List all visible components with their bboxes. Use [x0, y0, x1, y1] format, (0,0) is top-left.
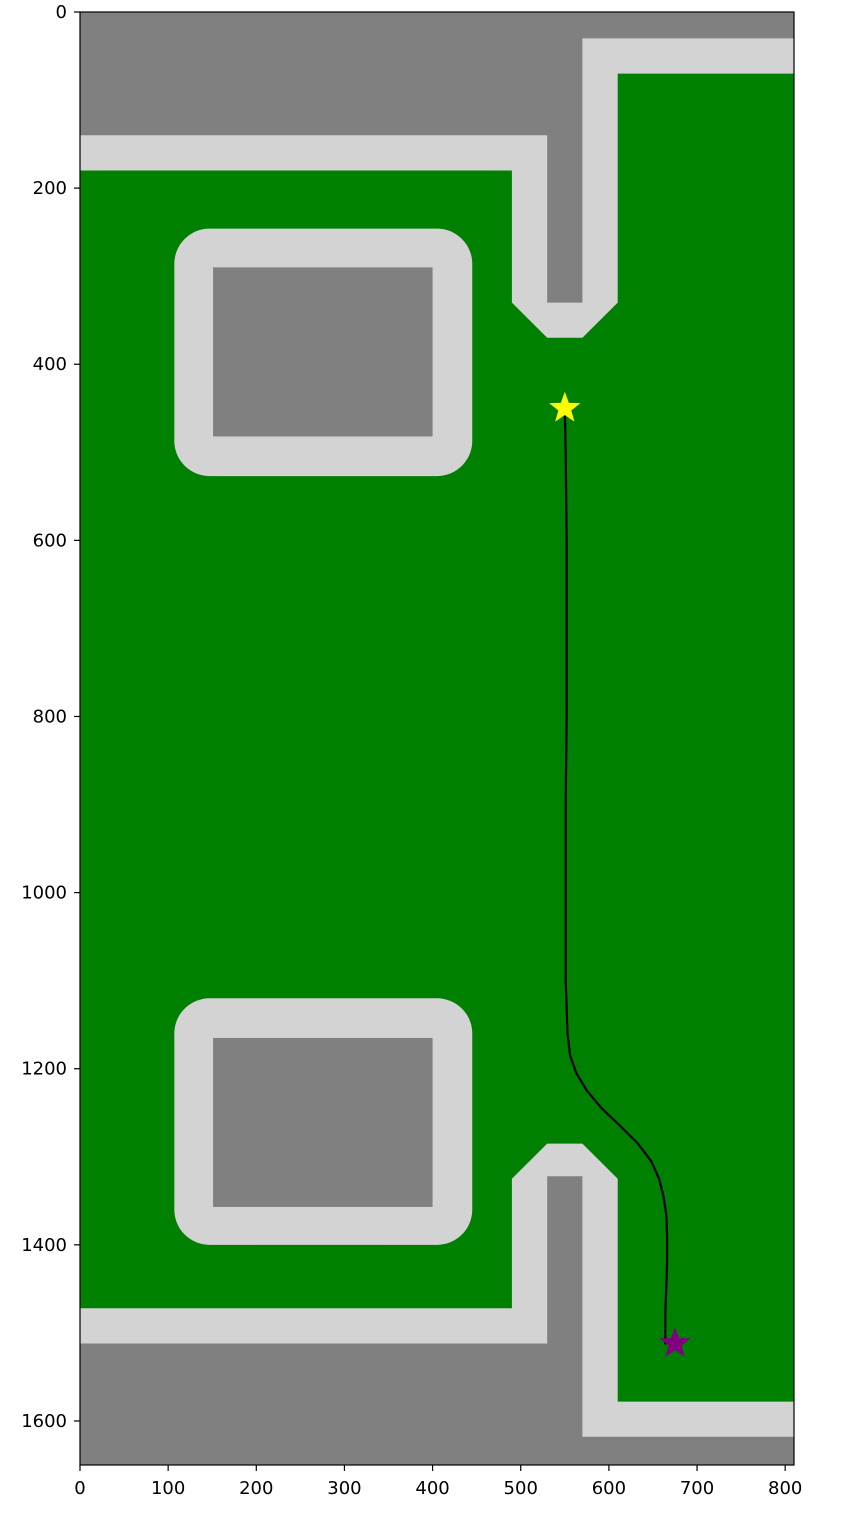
- x-tick-label: 200: [239, 1478, 273, 1499]
- planned-path-line: [563, 407, 669, 1345]
- y-tick-label: 800: [33, 706, 67, 727]
- x-tick-label: 100: [151, 1478, 185, 1499]
- obstacle-top-wall: [80, 12, 794, 303]
- x-tick-label: 400: [415, 1478, 449, 1499]
- x-tick-label: 500: [504, 1478, 538, 1499]
- y-tick-label: 0: [56, 2, 67, 23]
- marker-layer: [549, 391, 691, 1357]
- y-axis: 0 200 400 600 800 1000 1200 1400 1600: [21, 2, 80, 1432]
- x-tick-label: 600: [592, 1478, 626, 1499]
- y-tick-label: 1000: [21, 883, 67, 904]
- map-layer: [80, 12, 794, 1465]
- x-axis: 0 100 200 300 400 500 600 700 800: [74, 1465, 802, 1499]
- x-tick-label: 800: [768, 1478, 802, 1499]
- start-star-marker: [549, 391, 581, 422]
- obstacle-upper-block: [213, 267, 433, 437]
- y-tick-label: 400: [33, 354, 67, 375]
- x-tick-label: 300: [327, 1478, 361, 1499]
- x-tick-label: 0: [74, 1478, 85, 1499]
- goal-star-marker: [659, 1327, 691, 1357]
- obstacle-lower-block: [213, 1037, 433, 1207]
- y-tick-label: 1600: [21, 1411, 67, 1432]
- axes-frame: [79, 11, 795, 1466]
- obstacle-bottom-wall: [80, 1176, 794, 1465]
- y-tick-label: 1400: [21, 1235, 67, 1256]
- path-layer: [563, 407, 669, 1345]
- y-tick-label: 600: [33, 530, 67, 551]
- y-tick-label: 200: [33, 178, 67, 199]
- y-tick-label: 1200: [21, 1059, 67, 1080]
- x-tick-label: 700: [680, 1478, 714, 1499]
